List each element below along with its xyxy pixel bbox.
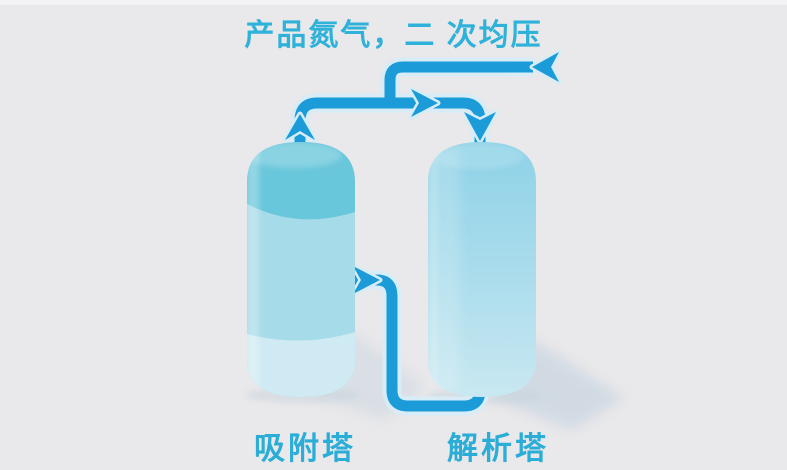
- left-tower-out-arrow-up-icon: [282, 111, 318, 143]
- bottom-pipe: [338, 274, 486, 412]
- desorption-tower: [428, 142, 536, 397]
- desorption-tower-sheen: [434, 146, 460, 392]
- adsorption-tower-label: 吸附塔: [254, 431, 356, 466]
- top-border-strip: [0, 0, 787, 5]
- desorption-tower-label: 解析塔: [447, 431, 549, 466]
- right-tower-in-arrow-down-icon: [461, 109, 499, 144]
- product-pipe: [384, 61, 533, 106]
- flow-arrows: [282, 49, 562, 297]
- product-outlet-flare-arrow-icon: [529, 49, 562, 85]
- equalization-pipe-halo: [290, 93, 490, 152]
- adsorption-tower-rim-light: [247, 142, 259, 397]
- diagram-title: 产品氮气，二 次均压: [244, 19, 543, 52]
- adsorption-tower-dome-highlight: [247, 142, 342, 168]
- adsorption-tower: [247, 142, 355, 397]
- desorption-tower-rim-light: [428, 142, 438, 397]
- equalization-arrow-right-icon: [408, 86, 441, 120]
- adsorption-tower-bottom-band: [247, 332, 355, 397]
